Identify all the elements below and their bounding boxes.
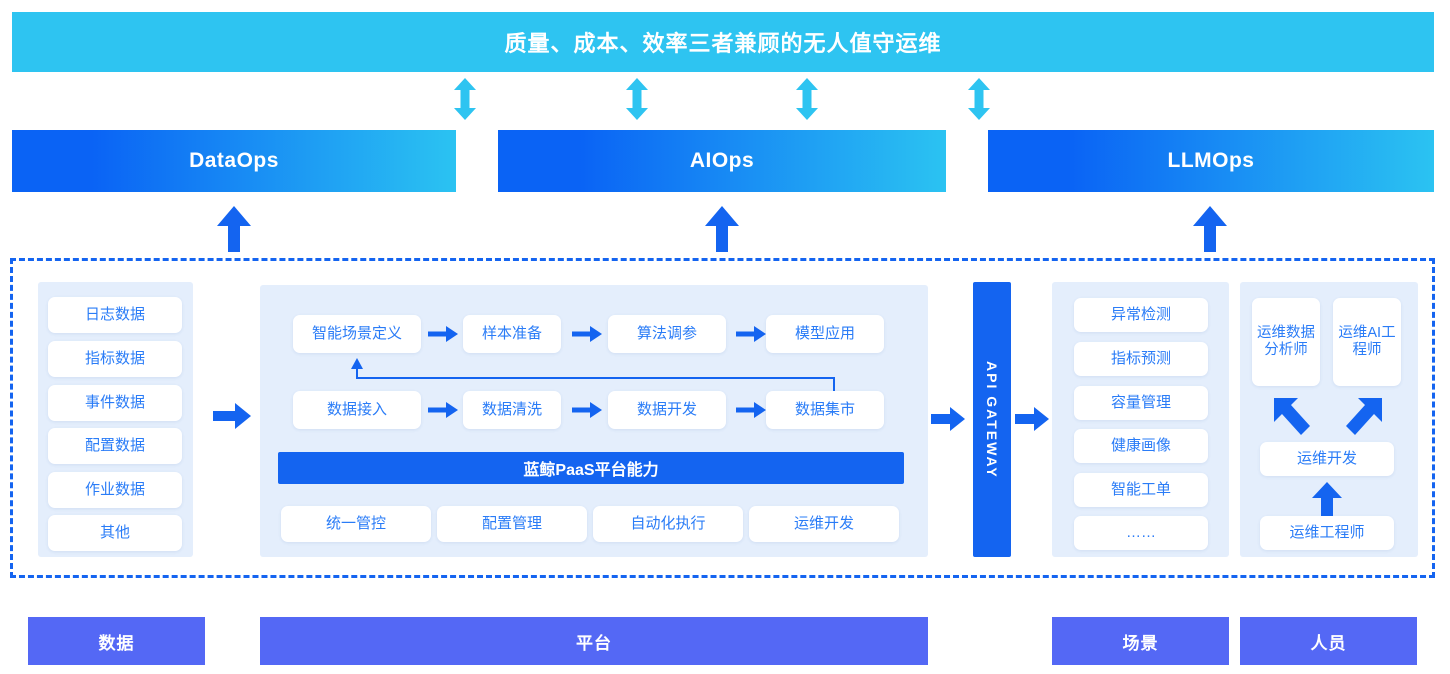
up-arrow-icon-engineer-to-devops [1310,482,1344,525]
data-item-event[interactable]: 事件数据 [48,385,182,421]
paas-platform-header: 蓝鲸PaaS平台能力 [278,452,904,484]
bottom-label-platform[interactable]: 平台 [260,617,928,665]
data-item-config[interactable]: 配置数据 [48,428,182,464]
up-left-arrow-icon-analyst [1272,396,1312,443]
people-role-ai-engineer[interactable]: 运维AI工程师 [1333,298,1401,386]
scene-item-anomaly-detection[interactable]: 异常检测 [1074,298,1208,332]
scene-item-more[interactable]: …… [1074,516,1208,550]
platform-ai-flow-scene-definition[interactable]: 智能场景定义 [293,315,421,353]
scene-item-smart-ticket[interactable]: 智能工单 [1074,473,1208,507]
data-item-log[interactable]: 日志数据 [48,297,182,333]
paas-item-automation-execution[interactable]: 自动化执行 [593,506,743,542]
double-arrow-icon-2 [624,78,650,125]
paas-platform-header-label: 蓝鲸PaaS平台能力 [523,462,659,479]
bottom-label-people[interactable]: 人员 [1240,617,1417,665]
platform-data-flow-data-mart[interactable]: 数据集市 [766,391,884,429]
platform-data-flow-development[interactable]: 数据开发 [608,391,726,429]
scene-item-health-profile[interactable]: 健康画像 [1074,429,1208,463]
api-gateway-label: API GATEWAY [984,360,1000,479]
ops-band-dataops-label: DataOps [189,149,279,172]
data-item-metric[interactable]: 指标数据 [48,341,182,377]
bottom-label-scene[interactable]: 场景 [1052,617,1229,665]
double-arrow-icon-4 [966,78,992,125]
ops-band-llmops-label: LLMOps [1167,149,1255,172]
people-role-devops[interactable]: 运维开发 [1260,442,1394,476]
paas-item-unified-control[interactable]: 统一管控 [281,506,431,542]
page-title-banner: 质量、成本、效率三者兼顾的无人值守运维 [12,12,1434,72]
right-arrow-icon-data-2 [572,402,602,423]
double-arrow-icon-1 [452,78,478,125]
right-arrow-icon-platform-to-gateway [931,407,965,436]
up-right-arrow-icon-ai-engineer [1344,396,1384,443]
ops-band-llmops[interactable]: LLMOps [988,130,1434,192]
people-role-ops-engineer[interactable]: 运维工程师 [1260,516,1394,550]
right-arrow-icon-data-1 [428,402,458,423]
right-arrow-icon-ai-1 [428,326,458,347]
people-role-data-analyst[interactable]: 运维数据分析师 [1252,298,1320,386]
paas-item-devops[interactable]: 运维开发 [749,506,899,542]
right-arrow-icon-gateway-to-scene [1015,407,1049,436]
ops-band-aiops-label: AIOps [689,149,755,172]
ops-band-dataops[interactable]: DataOps [12,130,456,192]
up-arrow-icon-dataops [217,206,251,257]
api-gateway-bar[interactable]: API GATEWAY [973,282,1011,557]
scene-item-capacity-management[interactable]: 容量管理 [1074,386,1208,420]
architecture-dashed-container [10,258,1435,578]
bottom-label-data[interactable]: 数据 [28,617,205,665]
right-arrow-icon-data-3 [736,402,766,423]
platform-ai-flow-sample-prep[interactable]: 样本准备 [463,315,561,353]
platform-data-flow-cleaning[interactable]: 数据清洗 [463,391,561,429]
ops-band-aiops[interactable]: AIOps [498,130,946,192]
up-arrow-icon-aiops [705,206,739,257]
page-title: 质量、成本、效率三者兼顾的无人值守运维 [504,31,942,56]
right-arrow-icon-ai-3 [736,326,766,347]
data-item-other[interactable]: 其他 [48,515,182,551]
paas-item-config-management[interactable]: 配置管理 [437,506,587,542]
data-item-job[interactable]: 作业数据 [48,472,182,508]
right-arrow-icon-data-to-platform [213,403,251,434]
up-arrow-icon-llmops [1193,206,1227,257]
scene-item-metric-prediction[interactable]: 指标预测 [1074,342,1208,376]
right-arrow-icon-ai-2 [572,326,602,347]
platform-data-flow-ingest[interactable]: 数据接入 [293,391,421,429]
platform-ai-flow-algorithm-tuning[interactable]: 算法调参 [608,315,726,353]
double-arrow-icon-3 [794,78,820,125]
platform-ai-flow-model-application[interactable]: 模型应用 [766,315,884,353]
